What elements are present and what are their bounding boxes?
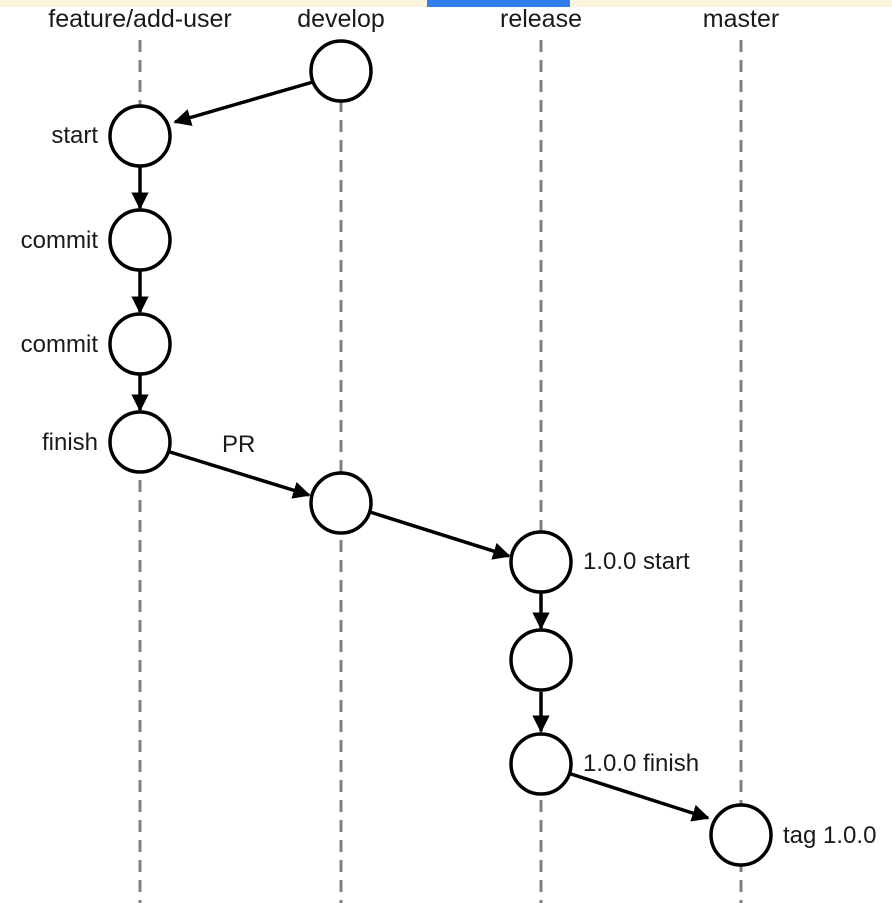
node-label-commit-2: commit bbox=[21, 331, 99, 358]
commit-node-develop-2 bbox=[309, 471, 373, 535]
lane-title-release: release bbox=[500, 5, 582, 33]
commit-node-master-tag bbox=[709, 803, 773, 867]
lane-title-master: master bbox=[703, 5, 779, 33]
edge-finish-to-develop bbox=[169, 450, 311, 499]
edge-develop-to-start bbox=[173, 80, 314, 127]
edge-release-to-master bbox=[570, 772, 710, 822]
edge-label-pr: PR bbox=[222, 431, 255, 458]
lane-title-feature: feature/add-user bbox=[48, 5, 231, 33]
node-label-start: start bbox=[51, 122, 98, 149]
node-label-finish: finish bbox=[42, 429, 98, 456]
commit-node-release-finish bbox=[509, 732, 573, 796]
node-label-release-finish: 1.0.0 finish bbox=[583, 750, 699, 777]
node-label-tag: tag 1.0.0 bbox=[783, 822, 876, 849]
commit-node-feature-commit-2 bbox=[108, 312, 172, 376]
commit-node-develop-1 bbox=[309, 39, 373, 103]
commit-node-feature-start bbox=[108, 104, 172, 168]
top-accent-bar bbox=[427, 0, 570, 7]
edge-develop-to-release bbox=[369, 510, 511, 560]
lane-title-develop: develop bbox=[297, 5, 385, 33]
commit-node-feature-commit-1 bbox=[108, 208, 172, 272]
node-label-commit-1: commit bbox=[21, 227, 99, 254]
commit-node-feature-finish bbox=[108, 410, 172, 474]
commit-node-release-mid bbox=[509, 628, 573, 692]
commit-node-release-start bbox=[509, 530, 573, 594]
node-label-release-start: 1.0.0 start bbox=[583, 548, 690, 575]
